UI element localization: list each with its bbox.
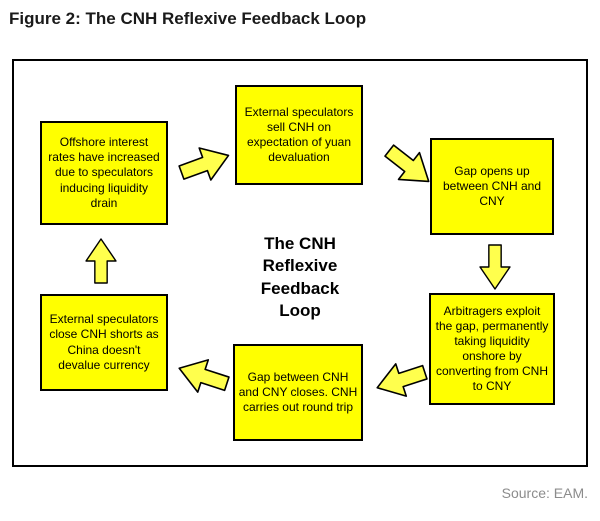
figure-title: Figure 2: The CNH Reflexive Feedback Loo… <box>9 9 367 28</box>
node-arbitragers-exploit: Arbitragers exploit the gap, permanently… <box>429 293 555 405</box>
arrow-left-down-icon <box>371 355 432 405</box>
node-offshore-rates: Offshore interest rates have increased d… <box>40 121 168 225</box>
node-speculators-sell: External speculators sell CNH on expecta… <box>235 85 363 185</box>
loop-center-label: The CNH Reflexive Feedback Loop <box>260 234 340 321</box>
arrow-up-icon <box>85 238 117 284</box>
node-speculators-close: External speculators close CNH shorts as… <box>40 294 168 391</box>
arrow-right-up-icon <box>174 138 235 190</box>
arrow-right-down-icon <box>377 136 440 196</box>
arrow-left-up-icon <box>173 351 234 401</box>
source-attribution: Source: EAM. <box>501 485 588 501</box>
node-gap-closes: Gap between CNH and CNY closes. CNH carr… <box>233 344 363 441</box>
node-gap-opens: Gap opens up between CNH and CNY <box>430 138 554 235</box>
arrow-down-icon <box>479 244 511 290</box>
